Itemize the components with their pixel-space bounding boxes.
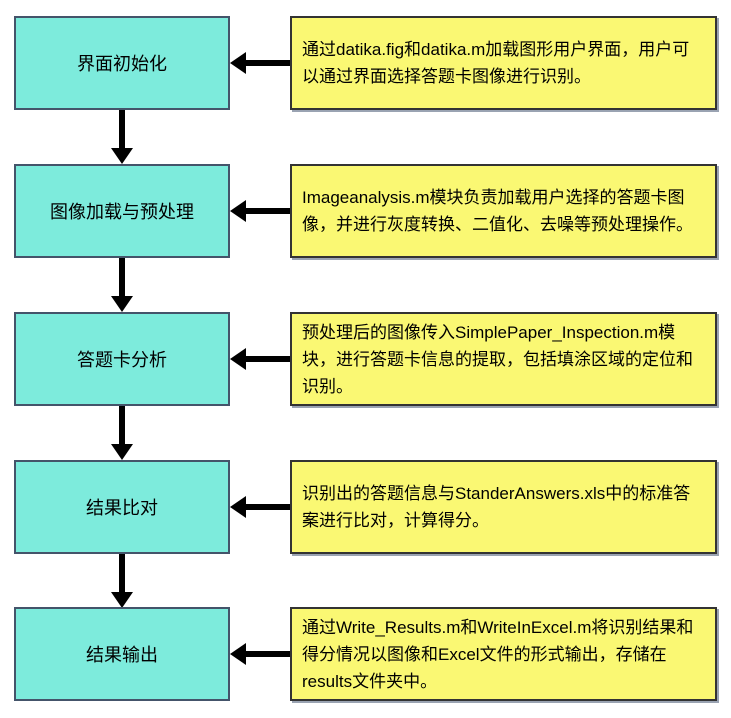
arrow-left-icon xyxy=(230,52,290,74)
arrow-left-head-icon xyxy=(230,496,246,518)
arrow-left-icon xyxy=(230,496,290,518)
arrow-down-icon xyxy=(111,554,133,608)
arrow-left-head-icon xyxy=(230,200,246,222)
step-label: 界面初始化 xyxy=(77,54,167,74)
description-text: 通过Write_Results.m和WriteInExcel.m将识别结果和得分… xyxy=(302,617,694,691)
description-text: Imageanalysis.m模块负责加载用户选择的答题卡图像，并进行灰度转换、… xyxy=(302,188,693,234)
description-text: 预处理后的图像传入SimplePaper_Inspection.m模块，进行答题… xyxy=(302,322,693,396)
step-label: 答题卡分析 xyxy=(77,350,167,370)
arrow-left-stem xyxy=(246,651,290,657)
arrow-down-head-icon xyxy=(111,148,133,164)
step-label: 结果输出 xyxy=(86,645,158,665)
description-box-interface-init: 通过datika.fig和datika.m加载图形用户界面，用户可以通过界面选择… xyxy=(290,16,717,110)
step-label: 图像加载与预处理 xyxy=(50,202,194,222)
arrow-left-stem xyxy=(246,60,290,66)
arrow-left-icon xyxy=(230,200,290,222)
step-box-answer-sheet-analysis: 答题卡分析 xyxy=(14,312,230,406)
arrow-left-head-icon xyxy=(230,52,246,74)
step-box-image-load-preprocess: 图像加载与预处理 xyxy=(14,164,230,258)
arrow-left-stem xyxy=(246,208,290,214)
description-box-image-load-preprocess: Imageanalysis.m模块负责加载用户选择的答题卡图像，并进行灰度转换、… xyxy=(290,164,717,258)
arrow-left-stem xyxy=(246,356,290,362)
arrow-left-icon xyxy=(230,643,290,665)
arrow-left-head-icon xyxy=(230,348,246,370)
arrow-down-stem xyxy=(119,554,125,592)
description-text: 通过datika.fig和datika.m加载图形用户界面，用户可以通过界面选择… xyxy=(302,40,690,86)
arrow-down-icon xyxy=(111,258,133,312)
description-box-result-compare: 识别出的答题信息与StanderAnswers.xls中的标准答案进行比对，计算… xyxy=(290,460,717,554)
step-box-result-output: 结果输出 xyxy=(14,607,230,701)
step-box-result-compare: 结果比对 xyxy=(14,460,230,554)
arrow-down-stem xyxy=(119,258,125,296)
description-text: 识别出的答题信息与StanderAnswers.xls中的标准答案进行比对，计算… xyxy=(302,484,691,530)
arrow-down-head-icon xyxy=(111,592,133,608)
arrow-down-head-icon xyxy=(111,444,133,460)
arrow-left-icon xyxy=(230,348,290,370)
step-label: 结果比对 xyxy=(86,498,158,518)
arrow-down-head-icon xyxy=(111,296,133,312)
step-box-interface-init: 界面初始化 xyxy=(14,16,230,110)
arrow-left-head-icon xyxy=(230,643,246,665)
description-box-answer-sheet-analysis: 预处理后的图像传入SimplePaper_Inspection.m模块，进行答题… xyxy=(290,312,717,406)
arrow-down-icon xyxy=(111,110,133,164)
arrow-down-stem xyxy=(119,406,125,444)
arrow-down-stem xyxy=(119,110,125,148)
description-box-result-output: 通过Write_Results.m和WriteInExcel.m将识别结果和得分… xyxy=(290,607,717,701)
arrow-down-icon xyxy=(111,406,133,460)
arrow-left-stem xyxy=(246,504,290,510)
